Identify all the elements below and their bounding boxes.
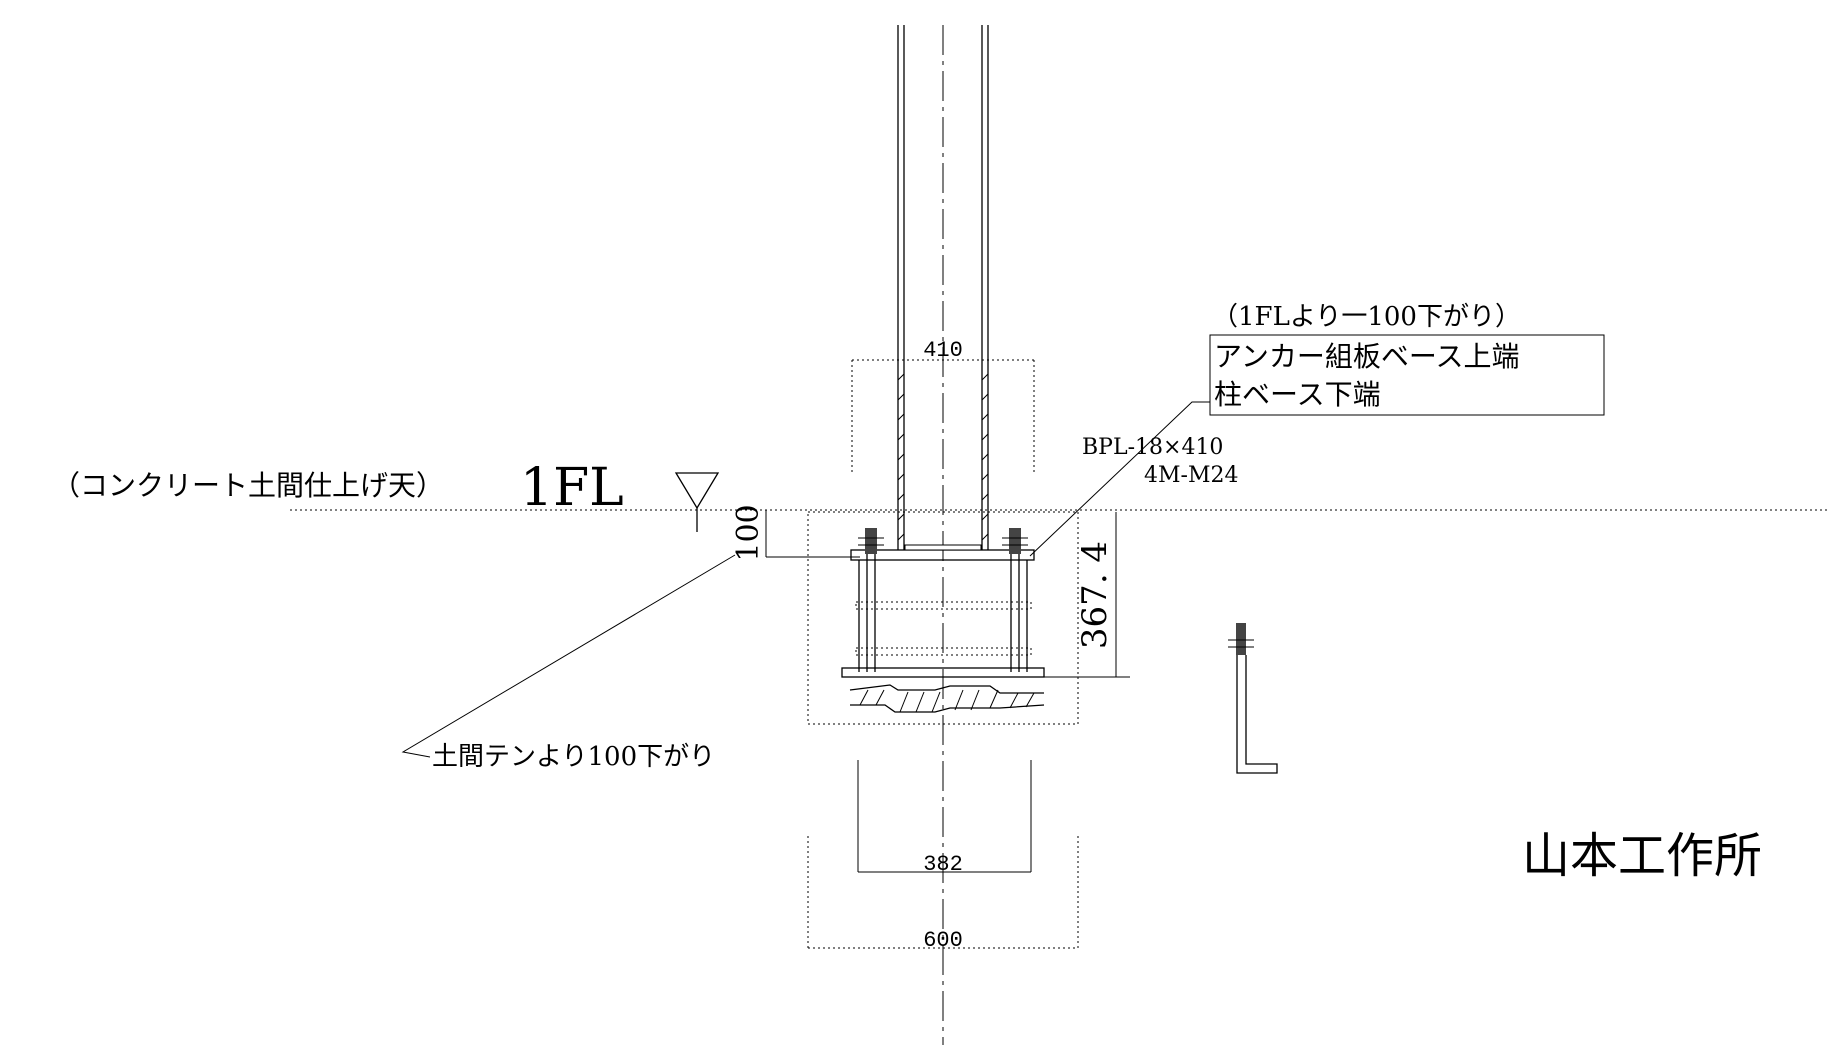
depth-dimension-label: 100 bbox=[731, 504, 766, 561]
anchor-height-label: 367. 4 bbox=[1075, 541, 1115, 649]
slab-note-leader bbox=[401, 554, 736, 758]
floor-note-text: （コンクリート土間仕上げ天） bbox=[52, 469, 444, 502]
pier-inner-width-label: 382 bbox=[923, 852, 963, 877]
anchor-height-dimension bbox=[1044, 512, 1130, 678]
callout-leader bbox=[1029, 401, 1210, 557]
base-plate bbox=[850, 544, 1035, 561]
base-width-dimension bbox=[851, 359, 1035, 475]
floor-level-text: 1FL bbox=[520, 458, 624, 518]
bolt-spec-text: 4M-M24 bbox=[1144, 463, 1238, 488]
callout-line2-text: 柱ベース下端 bbox=[1214, 378, 1381, 411]
depth-dimension bbox=[765, 510, 860, 558]
column-wall-hatching bbox=[897, 373, 989, 541]
anchor-frame-plate bbox=[841, 667, 1045, 678]
base-width-label: 410 bbox=[923, 338, 963, 363]
plate-spec-text: BPL-18×410 bbox=[1082, 435, 1223, 460]
pier-inner-dimension bbox=[857, 760, 1032, 873]
footing-hatching bbox=[849, 684, 1045, 713]
pier-outer-width-label: 600 bbox=[923, 928, 963, 953]
tie-bars bbox=[855, 601, 1032, 656]
slab-note-text: 土間テンより100下がり bbox=[432, 742, 715, 772]
level-marker-icon bbox=[674, 472, 720, 532]
concrete-pier-outline bbox=[807, 511, 1079, 725]
steel-column bbox=[897, 25, 989, 550]
callout-level-text: （1FLより一100下がり） bbox=[1212, 302, 1521, 332]
callout-box bbox=[1209, 334, 1605, 416]
pier-outer-dimension bbox=[807, 836, 1079, 949]
company-name-text: 山本工作所 bbox=[1522, 828, 1762, 884]
anchor-bolt-detail bbox=[1228, 623, 1278, 774]
callout-line1-text: アンカー組板ベース上端 bbox=[1214, 340, 1519, 373]
